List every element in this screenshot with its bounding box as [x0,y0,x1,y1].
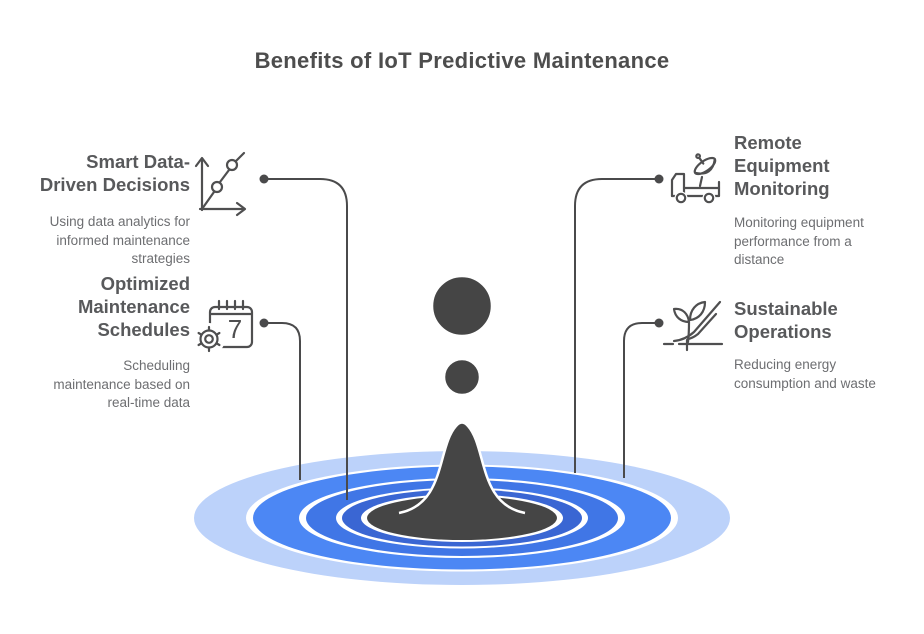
calendar-gear-icon: 7 [194,299,254,355]
connector-dot-optimized [259,318,269,328]
connector-dot-remote [654,174,664,184]
plant-sprout-icon [662,300,724,352]
page-title: Benefits of IoT Predictive Maintenance [254,48,670,73]
connector-line-sustainable [623,322,659,478]
ripple-rings [194,451,730,585]
connector-line-optimized [264,322,301,480]
truck-satellite-icon [670,153,721,205]
connectors [259,174,664,500]
benefit-optimized-schedules: Optimized Maintenance Schedules Scheduli… [20,272,190,413]
benefit-description: Scheduling maintenance based on real-tim… [53,358,190,410]
gear-glyph [197,325,221,353]
connector-line-smart [264,178,348,500]
connector-dot-sustainable [654,318,664,328]
benefit-remote-monitoring: Remote Equipment Monitoring Monitoring e… [734,131,916,270]
satellite-dish [693,153,717,176]
benefit-description: Using data analytics for informed mainte… [49,214,190,266]
truck-wheel [675,192,687,204]
splash-column [398,421,526,515]
connector-line-remote [574,178,659,473]
benefit-smart-data: Smart Data- Driven Decisions Using data … [20,150,190,269]
calendar-day-number: 7 [228,314,242,344]
leaf-left [672,307,691,324]
droplet-large [430,274,494,338]
benefit-description: Reducing energy consumption and waste [734,357,876,391]
truck-wheel [703,192,715,204]
truck-bed [670,186,721,198]
line-chart-icon [194,151,247,217]
benefit-heading: Remote Equipment Monitoring [734,132,830,199]
droplet-small [442,357,482,397]
connector-dot-smart [259,174,269,184]
benefit-heading: Optimized Maintenance Schedules [77,273,190,340]
benefit-description: Monitoring equipment performance from a … [734,215,864,267]
benefit-heading: Smart Data- Driven Decisions [39,151,190,195]
truck-cab [670,172,686,198]
benefit-sustainable-operations: Sustainable Operations Reducing energy c… [734,297,924,393]
leaf-right [688,300,707,322]
benefit-heading: Sustainable Operations [734,298,838,342]
